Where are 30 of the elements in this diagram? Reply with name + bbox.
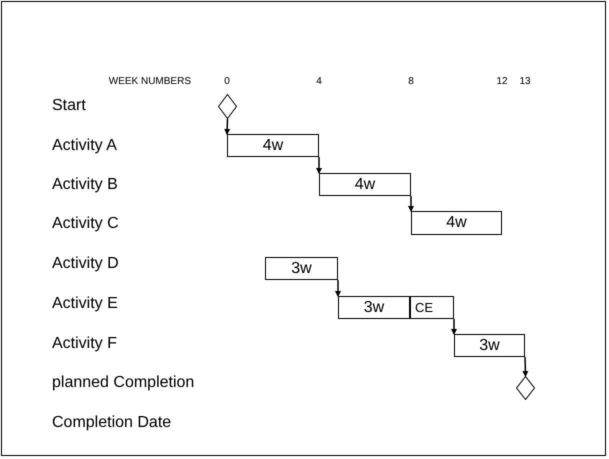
- row-label: Activity D: [52, 256, 119, 272]
- row-label: Activity C: [52, 216, 119, 232]
- week-number: 8: [408, 77, 414, 87]
- milestone-diamond: [516, 376, 535, 400]
- arrow: [451, 319, 457, 335]
- row-label: Activity B: [52, 177, 118, 193]
- arrow: [316, 157, 322, 174]
- activity-bar: 4w: [319, 173, 411, 196]
- row-label: Activity F: [52, 336, 117, 352]
- row-label: Completion Date: [52, 415, 172, 431]
- row-label: planned Completion: [52, 375, 194, 391]
- row-label: Activity A: [52, 138, 117, 154]
- week-number: 0: [224, 77, 230, 87]
- arrow: [408, 196, 414, 212]
- arrow: [224, 118, 230, 135]
- milestone-diamond: [218, 94, 237, 119]
- week-number: 13: [519, 77, 531, 87]
- activity-bar: 3w: [454, 334, 525, 357]
- row-label: Activity E: [52, 296, 118, 312]
- row-label: Start: [52, 98, 86, 114]
- week-number: 4: [316, 77, 322, 87]
- activity-bar: 3w: [265, 257, 338, 280]
- activity-bar: 4w: [411, 211, 502, 235]
- week-number: 12: [496, 77, 508, 87]
- activity-bar: CE: [410, 296, 454, 319]
- axis-title: WEEK NUMBERS: [108, 77, 191, 87]
- arrow: [522, 356, 528, 377]
- activity-bar: 3w: [338, 296, 410, 319]
- arrow: [335, 280, 341, 297]
- activity-bar: 4w: [227, 134, 319, 157]
